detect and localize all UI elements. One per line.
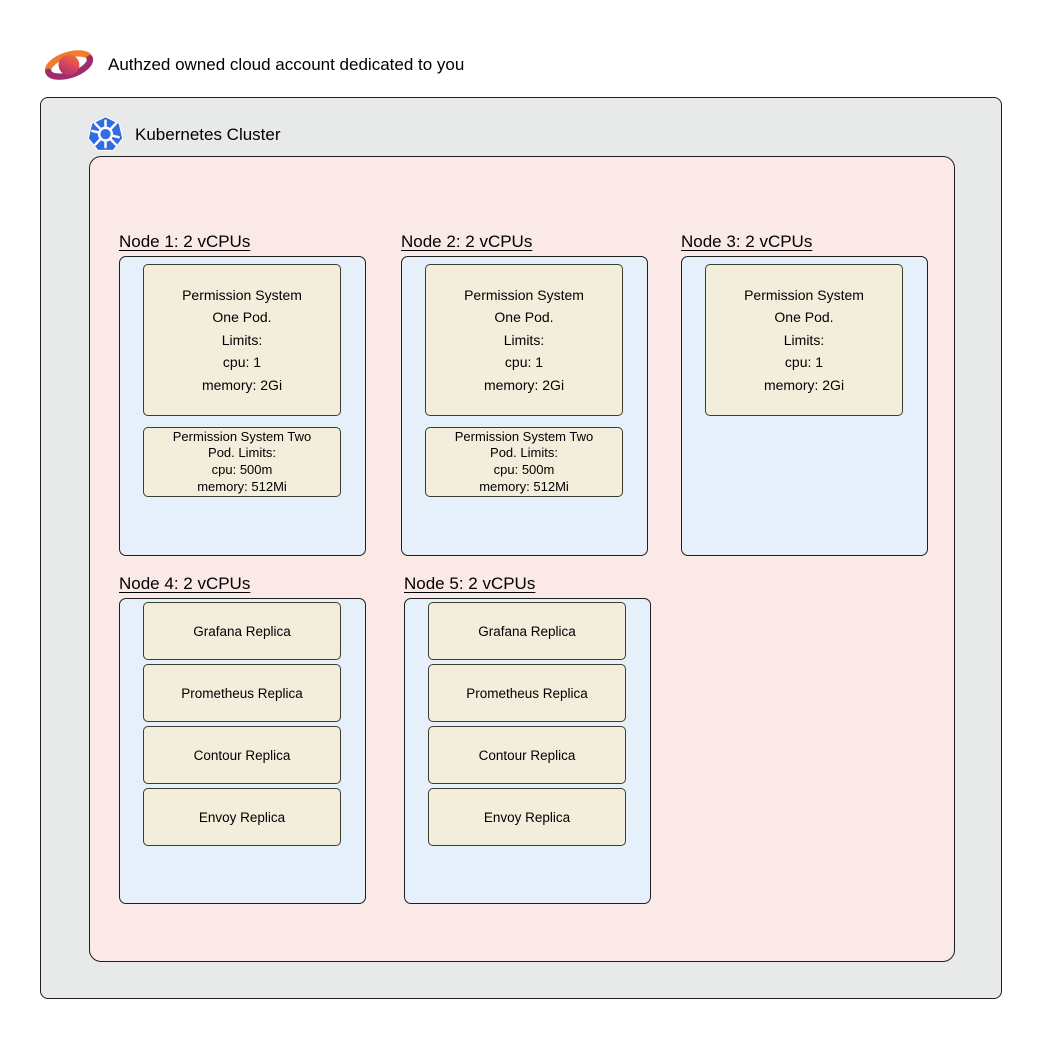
node-4-label: Node 4: 2 vCPUs: [119, 574, 251, 593]
pod-contour-replica: Contour Replica: [428, 726, 626, 784]
pod-grafana-replica: Grafana Replica: [428, 602, 626, 660]
pod-permission-system-two: Permission System Two Pod. Limits: cpu: …: [425, 427, 623, 497]
node-4-group: Node 4: 2 vCPUs Grafana Replica Promethe…: [119, 573, 366, 904]
node-3-group: Node 3: 2 vCPUs Permission System One Po…: [681, 231, 928, 556]
pod-grafana-replica: Grafana Replica: [143, 602, 341, 660]
node-2-group: Node 2: 2 vCPUs Permission System One Po…: [401, 231, 648, 556]
node-5-group: Node 5: 2 vCPUs Grafana Replica Promethe…: [404, 573, 651, 904]
node-1-box: Permission System One Pod. Limits: cpu: …: [119, 256, 366, 556]
cloud-account-box: Kubernetes Cluster Node 1: 2 vCPUs Permi…: [40, 97, 1002, 999]
kubernetes-icon: [87, 116, 124, 153]
node-1-label: Node 1: 2 vCPUs: [119, 232, 251, 251]
pod-permission-system-one: Permission System One Pod. Limits: cpu: …: [425, 264, 623, 416]
node-1-group: Node 1: 2 vCPUs Permission System One Po…: [119, 231, 366, 556]
pod-envoy-replica: Envoy Replica: [428, 788, 626, 846]
authzed-logo-icon: [40, 42, 98, 88]
pod-contour-replica: Contour Replica: [143, 726, 341, 784]
pod-prometheus-replica: Prometheus Replica: [428, 664, 626, 722]
diagram-title: Authzed owned cloud account dedicated to…: [108, 55, 465, 74]
pod-prometheus-replica: Prometheus Replica: [143, 664, 341, 722]
cluster-header: Kubernetes Cluster: [87, 116, 281, 153]
kubernetes-cluster-box: Node 1: 2 vCPUs Permission System One Po…: [89, 156, 955, 962]
header: Authzed owned cloud account dedicated to…: [40, 42, 464, 88]
cluster-label: Kubernetes Cluster: [135, 124, 281, 144]
node-4-box: Grafana Replica Prometheus Replica Conto…: [119, 598, 366, 904]
pod-permission-system-one: Permission System One Pod. Limits: cpu: …: [705, 264, 903, 416]
node-5-box: Grafana Replica Prometheus Replica Conto…: [404, 598, 651, 904]
node-2-box: Permission System One Pod. Limits: cpu: …: [401, 256, 648, 556]
node-2-label: Node 2: 2 vCPUs: [401, 232, 533, 251]
node-3-label: Node 3: 2 vCPUs: [681, 232, 813, 251]
pod-permission-system-two: Permission System Two Pod. Limits: cpu: …: [143, 427, 341, 497]
node-5-label: Node 5: 2 vCPUs: [404, 574, 536, 593]
node-3-box: Permission System One Pod. Limits: cpu: …: [681, 256, 928, 556]
pod-permission-system-one: Permission System One Pod. Limits: cpu: …: [143, 264, 341, 416]
pod-envoy-replica: Envoy Replica: [143, 788, 341, 846]
